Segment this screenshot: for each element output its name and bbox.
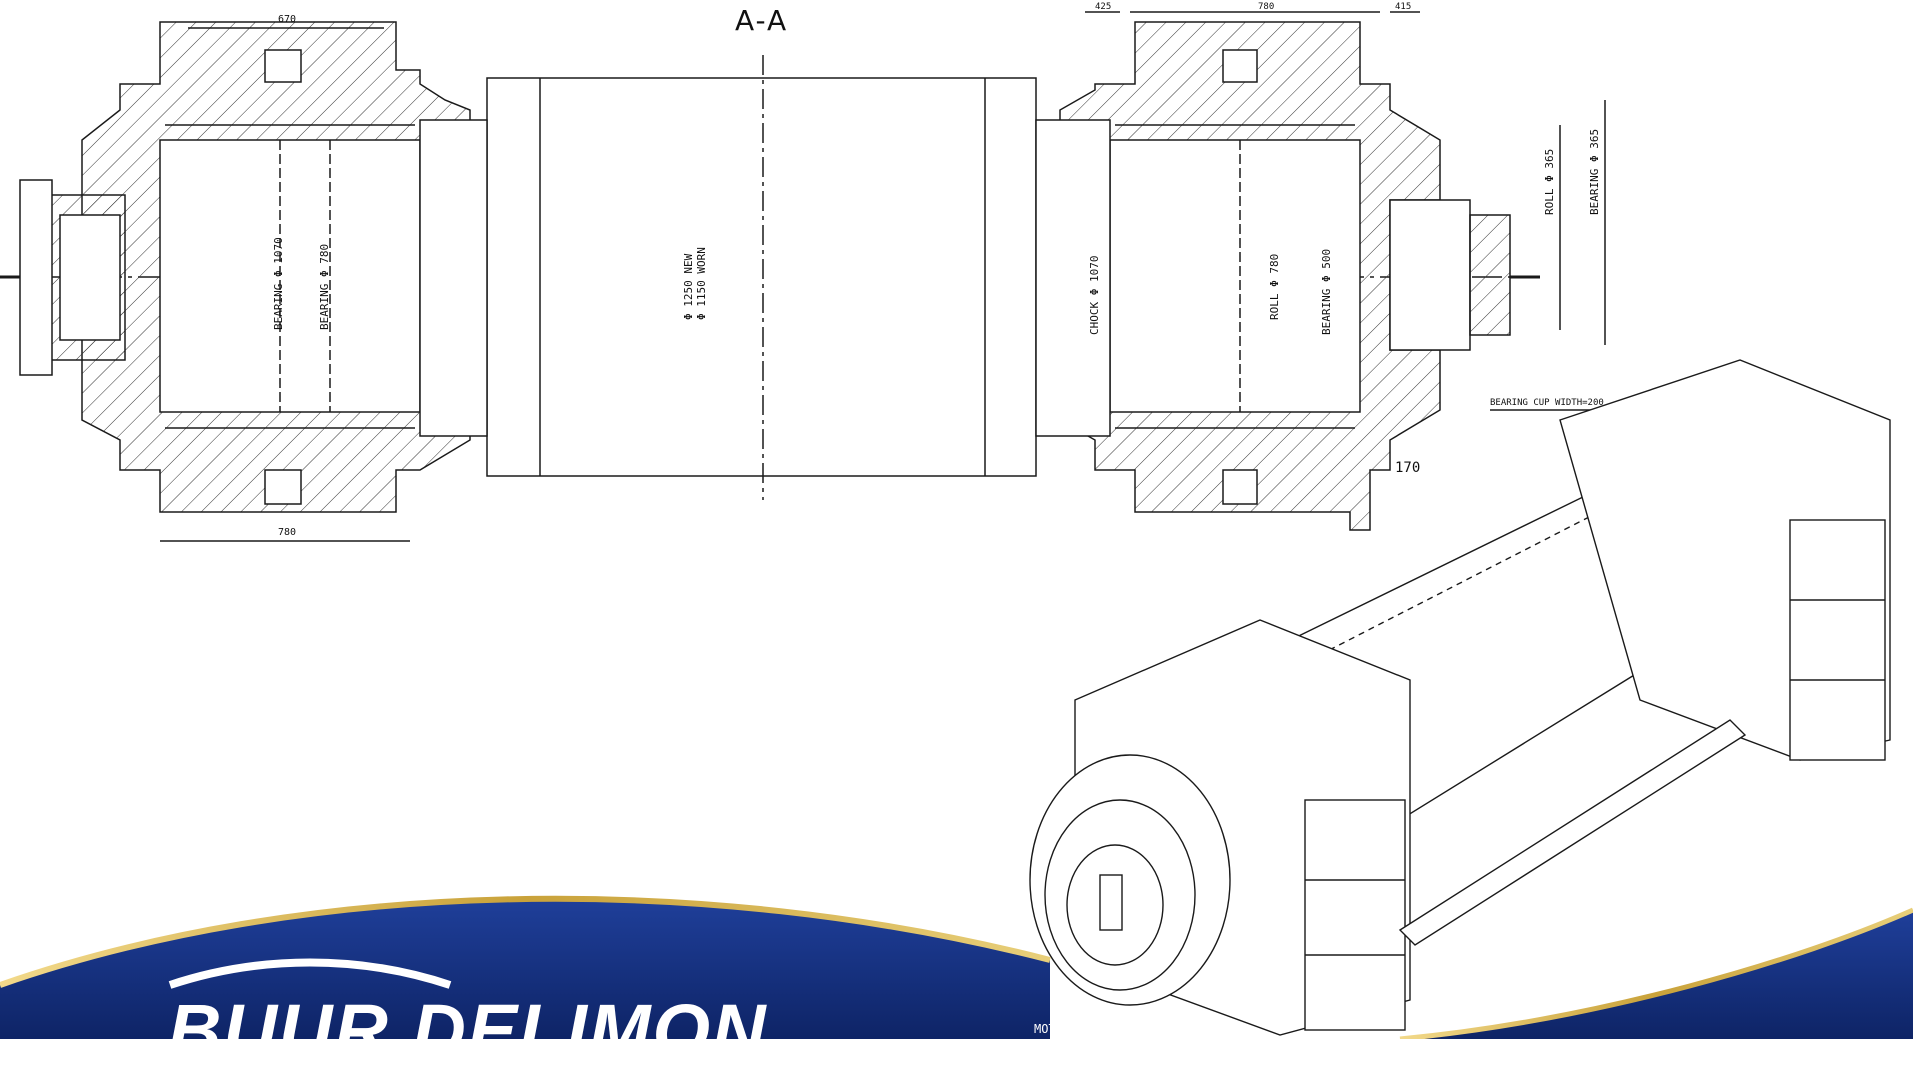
brand-band [0,895,1913,1039]
drawing-canvas: 670 780 425 780 415 BEARING Φ 1070 BEARI… [0,2,1913,1039]
dim-left-bearing-2: BEARING Φ 780 [318,244,331,330]
dim-roll-worn: Φ 1150 WORN [695,247,708,320]
dim-roll-new: Φ 1250 NEW [682,253,695,320]
left-chock [0,21,471,513]
isometric-assembly [1029,359,1891,1036]
logo-arc [168,958,452,989]
section-title: A-A [735,4,789,37]
dim-roll-right: ROLL Φ 780 [1268,254,1281,320]
motor-side-label: MOTOR SIDE [1034,1022,1107,1036]
dim-top-right-small: 425 [1095,2,1111,12]
left-roll-neck [419,119,488,437]
dim-bearing-cup: BEARING CUP WIDTH=200 [1490,398,1604,408]
right-chock [1059,21,1540,531]
dim-left-bearing: BEARING Φ 1070 [272,237,285,330]
company-logo: BUUR DELIMON [168,989,768,1072]
dim-top-right-end: 415 [1395,2,1411,12]
dim-bearing-right: BEARING Φ 500 [1320,249,1333,335]
dim-ref-170: 170 [1395,460,1420,476]
dim-top-left: 670 [278,14,296,25]
dim-bearing-neck: BEARING Φ 365 [1588,129,1601,215]
cross-section-drawing [0,11,1640,542]
dim-bottom-left: 780 [278,527,296,538]
dim-chock: CHOCK Φ 1070 [1088,256,1101,335]
roll-body [486,77,1037,477]
dim-roll-neck: ROLL Φ 365 [1543,149,1556,215]
right-roll-neck [1035,119,1111,437]
dim-top-right-mid: 780 [1258,2,1274,12]
